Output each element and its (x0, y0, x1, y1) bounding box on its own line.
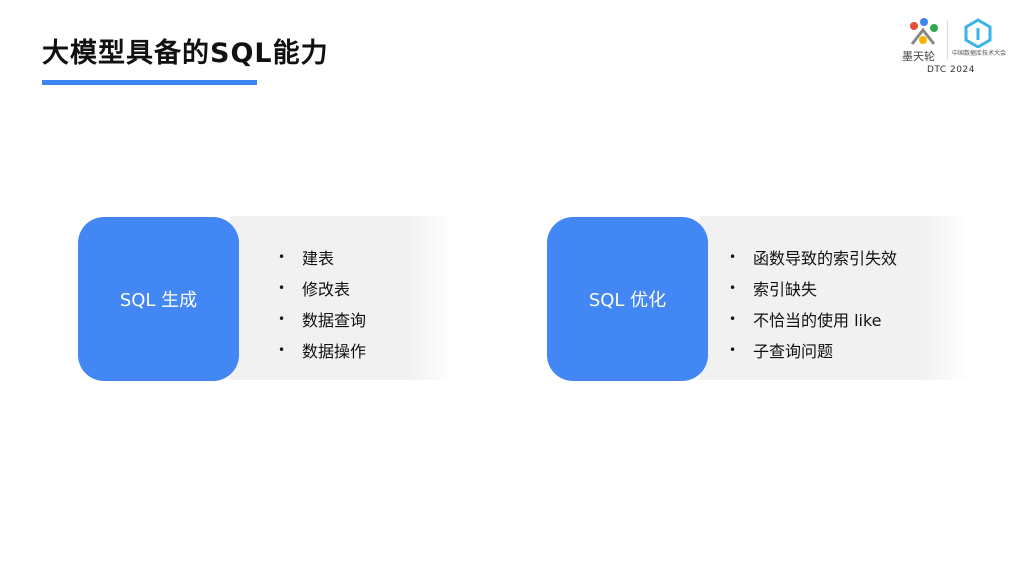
list-item: • 数据操作 (278, 334, 366, 365)
item-text: 数据操作 (302, 341, 367, 361)
item-text: 子查询问题 (753, 341, 834, 361)
logo-subtitle: 中国数据库技术大会 (952, 50, 1007, 57)
list-item: • 函数导致的索引失效 (729, 241, 897, 272)
logo-divider (947, 20, 948, 60)
bullet-icon: • (729, 311, 737, 326)
card-panel-generation (230, 216, 452, 380)
list-item: • 不恰当的使用 like (729, 303, 897, 334)
event-name: DTC 2024 (927, 65, 975, 75)
bullet-icon: • (729, 280, 737, 295)
item-text: 函数导致的索引失效 (753, 248, 898, 268)
bullet-icon: • (278, 311, 286, 326)
item-text: 索引缺失 (753, 279, 818, 299)
item-text: 数据查询 (302, 310, 367, 330)
logo-brand: 墨天轮 (902, 50, 935, 63)
list-item: • 数据查询 (278, 303, 366, 334)
logo: 墨天轮 中国数据库技术大会 DTC 2024 (900, 16, 1010, 76)
list-item: • 修改表 (278, 272, 366, 303)
motianlun-logo-icon (910, 18, 938, 45)
generation-list: • 建表 • 修改表 • 数据查询 • 数据操作 (278, 241, 366, 365)
bullet-icon: • (729, 249, 737, 264)
card-label-generation: SQL 生成 (78, 217, 239, 381)
bullet-icon: • (278, 249, 286, 264)
page-title: 大模型具备的SQL能力 (42, 38, 329, 69)
list-item: • 索引缺失 (729, 272, 897, 303)
list-item: • 子查询问题 (729, 334, 897, 365)
item-text: 建表 (302, 248, 335, 268)
list-item: • 建表 (278, 241, 366, 272)
card-label-optimization: SQL 优化 (547, 217, 708, 381)
bullet-icon: • (278, 280, 286, 295)
card-panel-optimization (700, 216, 972, 380)
optimization-list: • 函数导致的索引失效 • 索引缺失 • 不恰当的使用 like • 子查询问题 (729, 241, 897, 365)
dtc-cube-icon (964, 18, 992, 48)
title-underline (42, 80, 257, 85)
item-text: 修改表 (302, 279, 351, 299)
item-text: 不恰当的使用 like (753, 310, 882, 330)
bullet-icon: • (278, 342, 286, 357)
bullet-icon: • (729, 342, 737, 357)
